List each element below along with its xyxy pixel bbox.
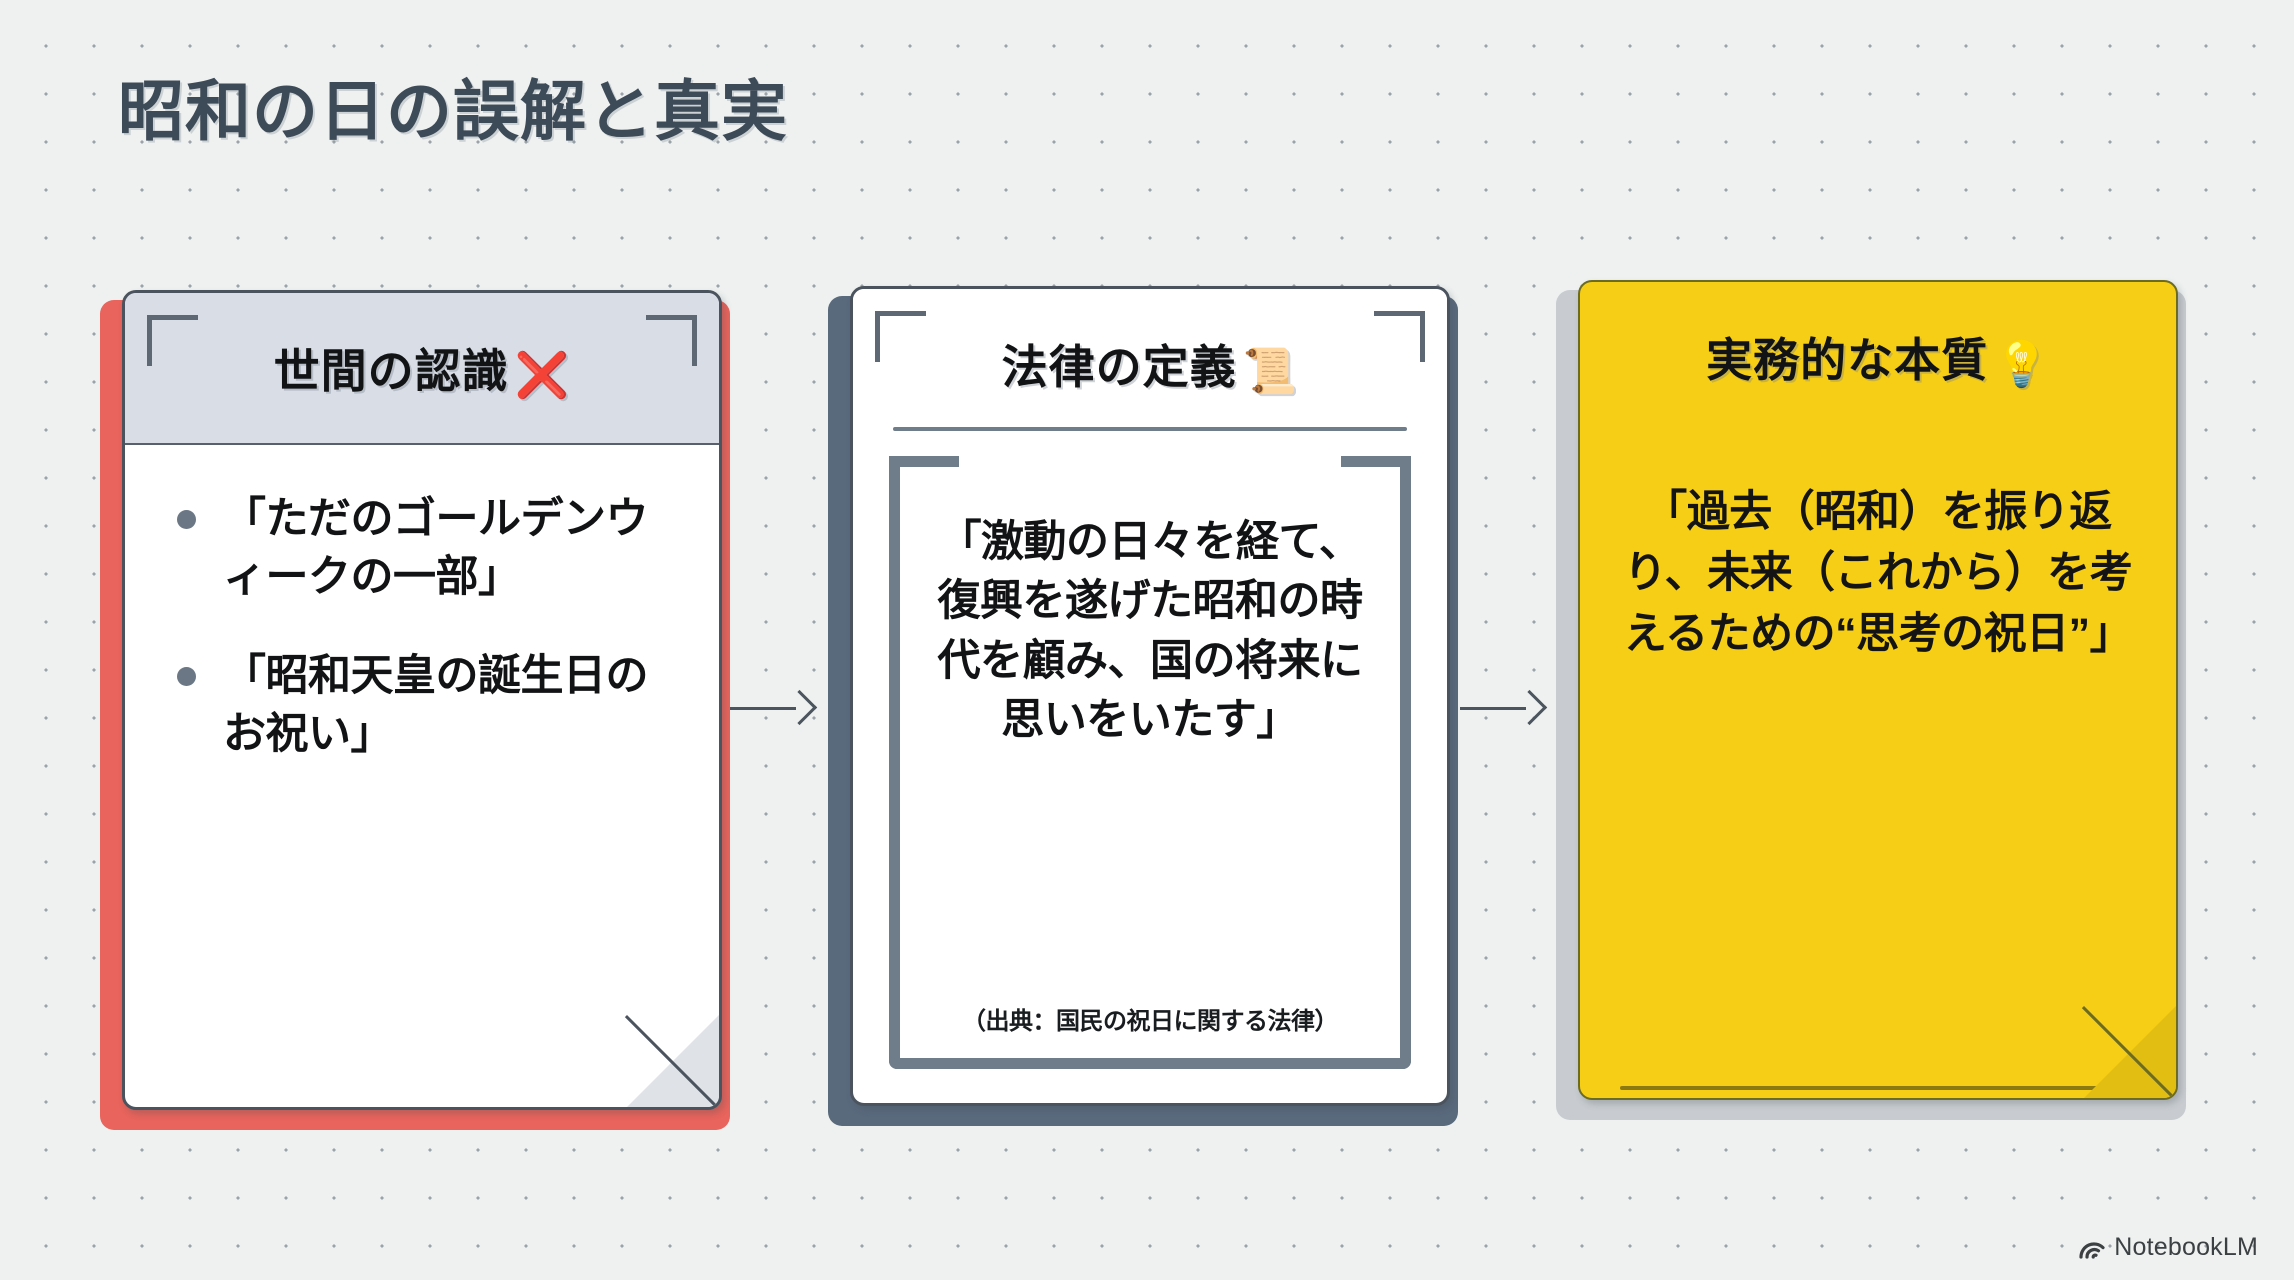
header-divider — [1620, 1086, 2136, 1090]
card-header: 法律の定義📜 — [853, 289, 1447, 439]
brand-name: NotebookLM — [2114, 1233, 2258, 1261]
card-header-label: 法律の定義 — [1001, 341, 1237, 393]
card-practical-essence: 実務的な本質💡 「過去（昭和）を振り返り、未来（これから）を考えるための“思考の… — [1556, 280, 2186, 1120]
list-item: 「昭和天皇の誕生日のお祝い」 — [171, 648, 679, 763]
card-header-label: 実務的な本質 — [1706, 334, 1989, 386]
scroll-icon: 📜 — [1242, 347, 1299, 396]
quote-source: （出典：国民の祝日に関する法律） — [962, 1008, 1339, 1035]
page-title: 昭和の日の誤解と真実 — [118, 74, 788, 148]
folded-corner-icon — [2081, 1006, 2176, 1098]
card-body: 世間の認識❌ 「ただのゴールデンウィークの一部」 「昭和天皇の誕生日のお祝い」 — [122, 290, 722, 1110]
arrow-card1-to-card2-icon — [730, 688, 818, 728]
quote-frame: 「激動の日々を経て、復興を遂げた昭和の時代を顧み、国の将来に思いをいたす」 （出… — [889, 456, 1411, 1069]
folded-corner-icon — [624, 1015, 719, 1107]
corner-bracket-top-left-icon — [147, 315, 198, 366]
bullet-dot-icon — [177, 667, 196, 687]
notebooklm-logo-icon — [2079, 1241, 2105, 1259]
cross-mark-icon: ❌ — [514, 351, 571, 400]
quote-text: 「激動の日々を経て、復興を遂げた昭和の時代を顧み、国の将来に思いをいたす」 — [937, 518, 1364, 744]
card-body: 実務的な本質💡 「過去（昭和）を振り返り、未来（これから）を考えるための“思考の… — [1578, 280, 2178, 1100]
card-header-title: 世間の認識❌ — [125, 335, 719, 401]
list-item-text: 「ただのゴールデンウィークの一部」 — [223, 495, 649, 601]
corner-bracket-top-right-icon — [646, 315, 697, 366]
card-legal-definition: 法律の定義📜 「激動の日々を経て、復興を遂げた昭和の時代を顧み、国の将来に思いを… — [828, 286, 1458, 1126]
card-misconception: 世間の認識❌ 「ただのゴールデンウィークの一部」 「昭和天皇の誕生日のお祝い」 — [100, 290, 730, 1130]
misconception-list: 「ただのゴールデンウィークの一部」 「昭和天皇の誕生日のお祝い」 — [125, 445, 719, 763]
list-item: 「ただのゴールデンウィークの一部」 — [171, 491, 679, 606]
notebooklm-brand: NotebookLM — [2079, 1233, 2258, 1262]
bullet-dot-icon — [177, 510, 196, 529]
corner-bracket-top-right-icon — [1374, 311, 1425, 362]
card-header-title: 実務的な本質💡 — [1580, 324, 2176, 390]
card-header: 世間の認識❌ — [125, 293, 719, 445]
list-item-text: 「昭和天皇の誕生日のお祝い」 — [223, 652, 649, 758]
card-header-title: 法律の定義📜 — [853, 331, 1447, 397]
card-body: 法律の定義📜 「激動の日々を経て、復興を遂げた昭和の時代を顧み、国の将来に思いを… — [850, 286, 1450, 1106]
arrow-card2-to-card3-icon — [1460, 688, 1548, 728]
corner-bracket-top-left-icon — [875, 311, 926, 362]
card-header-label: 世間の認識 — [273, 345, 509, 397]
header-divider — [893, 427, 1407, 431]
statement-text: 「過去（昭和）を振り返り、未来（これから）を考えるための“思考の祝日”」 — [1623, 488, 2133, 659]
light-bulb-icon: 💡 — [1994, 340, 2050, 389]
